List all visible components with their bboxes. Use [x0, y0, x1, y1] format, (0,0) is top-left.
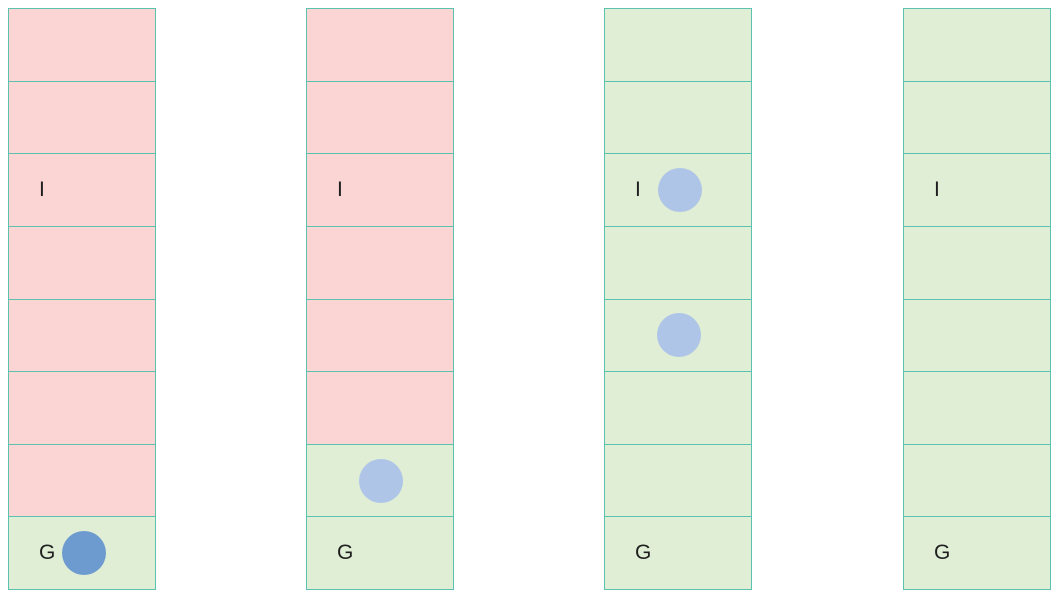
cell-label: I	[934, 178, 940, 202]
grid-cell	[604, 443, 752, 518]
grid-cell	[903, 298, 1051, 373]
circle-icon	[657, 313, 701, 358]
grid-cell: G	[903, 516, 1051, 590]
grid-cell	[604, 8, 752, 82]
grid-cell	[8, 8, 156, 82]
grid-cell: I	[903, 153, 1051, 227]
grid-cell	[8, 298, 156, 373]
grid-cell	[604, 80, 752, 155]
grid-cell	[8, 371, 156, 445]
grid-cell	[8, 225, 156, 300]
grid-cell: G	[604, 516, 752, 590]
grid-cell	[8, 443, 156, 518]
grid-cell	[903, 80, 1051, 155]
grid-cell	[604, 371, 752, 445]
grid-cell	[306, 443, 454, 518]
grid-cell	[903, 8, 1051, 82]
grid-cell	[903, 443, 1051, 518]
grid-cell	[306, 80, 454, 155]
grid-cell	[903, 371, 1051, 445]
grid-cell: I	[306, 153, 454, 227]
grid-cell	[306, 371, 454, 445]
circle-icon	[359, 458, 403, 503]
cell-label: G	[635, 541, 652, 565]
cell-label: I	[337, 178, 343, 202]
grid-cell: G	[306, 516, 454, 590]
grid-cell	[306, 225, 454, 300]
cell-label: I	[39, 178, 45, 202]
grid-cell	[306, 298, 454, 373]
circle-icon	[62, 531, 106, 576]
grid-cell	[8, 80, 156, 155]
grid-cell: G	[8, 516, 156, 590]
grid-cell: I	[604, 153, 752, 227]
grid-cell	[604, 298, 752, 373]
grid-cell	[306, 8, 454, 82]
grid-cell: I	[8, 153, 156, 227]
cell-label: G	[934, 541, 951, 565]
cell-label: I	[635, 178, 641, 202]
grid-cell	[903, 225, 1051, 300]
cell-label: G	[39, 541, 56, 565]
grid-cell	[604, 225, 752, 300]
circle-icon	[658, 168, 702, 213]
cell-label: G	[337, 541, 354, 565]
